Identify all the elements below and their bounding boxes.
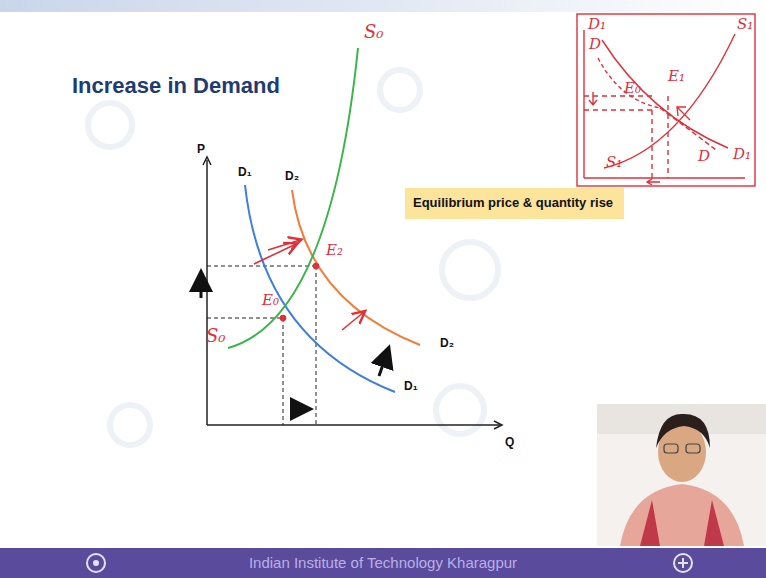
quantity-arrow [290,408,308,411]
hand-label: E₀ [624,80,641,97]
curve-label: D₂ [440,337,454,350]
hand-label: E₂ [326,242,343,259]
slide-title: Increase in Demand [72,74,280,98]
hand-label: S₀ [206,326,226,346]
axis-label: Q [505,436,514,449]
dashed-guides [207,266,316,425]
top-band [0,0,766,12]
presenter-video [597,404,766,546]
hand-label: D₁ [733,146,751,163]
shift-arrow [379,350,388,376]
box-text: Indian Institute of Technology Kharagpur [249,555,517,572]
hand-inset [577,14,755,186]
price-arrow [200,274,203,298]
hand-label: S₁ [606,154,622,171]
hand-label: D₁ [588,16,606,33]
highlight-box: Equilibrium price & quantity rise [405,188,624,219]
footer-logos [0,548,766,578]
watermark-icons [88,70,498,445]
hand-label: D [698,148,710,165]
axis-label: P [197,143,205,156]
demand-curve-d2 [292,190,420,345]
curve-label: D₁ [404,380,418,393]
hand-label: E₁ [668,68,685,85]
curve-label: D₁ [238,166,252,179]
curve-label: D₂ [285,170,299,183]
footer-band: Indian Institute of Technology Kharagpur [0,548,766,578]
box-text: Equilibrium price & quantity rise [413,196,616,210]
hand-label: S₀ [364,22,384,42]
hand-label: D [589,36,601,53]
demand-curve-d1 [245,185,395,392]
hand-annotations [254,240,364,330]
hand-label: E₀ [262,292,279,309]
hand-label: S₁ [737,16,753,33]
